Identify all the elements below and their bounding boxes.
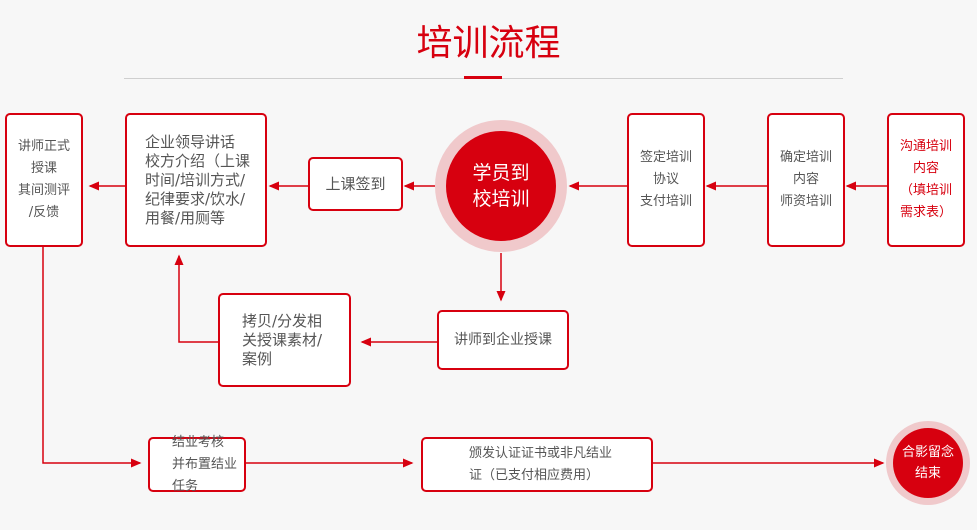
step-communicate: 沟通培训 内容 （填培训 需求表）: [887, 113, 965, 247]
step-sign: 签定培训 协议 支付培训: [627, 113, 705, 247]
page-title: 培训流程: [416, 23, 561, 64]
step-checkin: 上课签到: [308, 157, 403, 211]
step-materials: 拷贝/分发相 关授课素材/ 案例: [218, 293, 351, 387]
step-end-label: 合影留念 结束: [893, 428, 963, 498]
arrow: [174, 254, 218, 343]
step-arrive: 学员到 校培训: [435, 120, 567, 252]
step-exam: 结业考核 并布置结业任务: [148, 435, 246, 494]
step-intro: 企业领导讲话 校方介绍（上课 时间/培训方式/ 纪律要求/饮水/ 用餐/用厕等: [125, 113, 267, 247]
title-underline: [464, 76, 502, 79]
step-lecture: 讲师正式 授课 其间测评 /反馈: [5, 113, 83, 247]
step-arrive-label: 学员到 校培训: [446, 131, 556, 241]
step-onsite: 讲师到企业授课: [437, 310, 569, 370]
step-certificate: 颁发认证证书或非凡结业 证（已支付相应费用）: [421, 437, 653, 492]
step-end: 合影留念 结束: [886, 421, 970, 505]
step-confirm: 确定培训 内容 师资培训: [767, 113, 845, 247]
arrow: [42, 247, 142, 468]
